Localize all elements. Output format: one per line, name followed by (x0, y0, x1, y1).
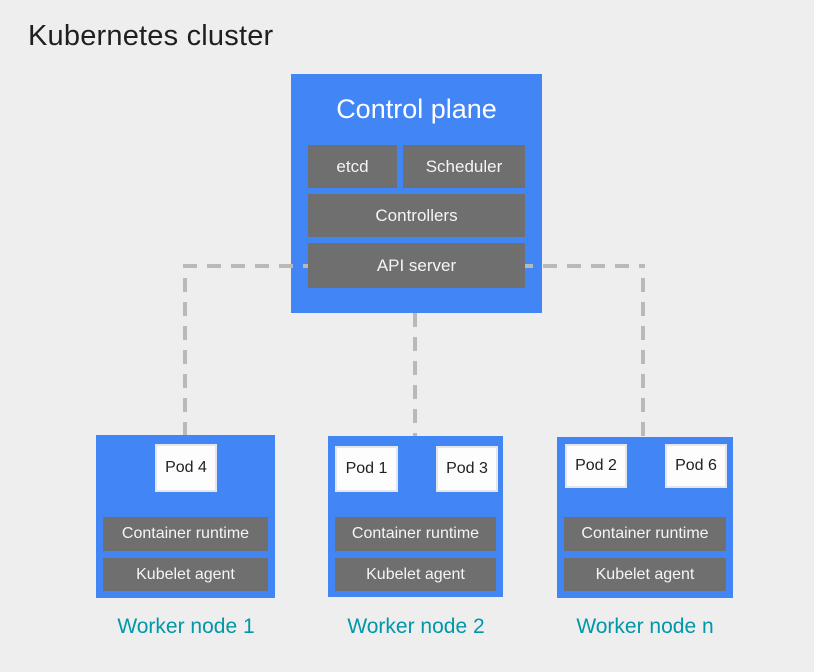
control-plane-title: Control plane (336, 94, 497, 124)
worker-node-n: Pod 2 Pod 6 Container runtime Kubelet ag… (557, 437, 733, 598)
container-runtime-box: Container runtime (103, 517, 268, 551)
container-runtime-box: Container runtime (564, 517, 726, 551)
connector-vertical-left (183, 268, 187, 435)
control-plane-box: Control plane etcd Scheduler Controllers… (291, 74, 542, 313)
connector-vertical-right (641, 268, 645, 437)
pod-box: Pod 3 (436, 446, 498, 492)
container-runtime-box: Container runtime (335, 517, 496, 551)
pod-box: Pod 6 (665, 444, 727, 488)
etcd-box: etcd (308, 145, 397, 188)
worker-node-label: Worker node 1 (117, 615, 255, 638)
api-server-box: API server (308, 243, 525, 288)
worker-node-2: Pod 1 Pod 3 Container runtime Kubelet ag… (328, 436, 503, 597)
scheduler-box: Scheduler (403, 145, 525, 188)
kubelet-agent-box: Kubelet agent (103, 558, 268, 591)
diagram-title: Kubernetes cluster (28, 20, 274, 52)
worker-node-1: Pod 4 Container runtime Kubelet agent (96, 435, 275, 598)
connector-vertical-center (413, 313, 417, 436)
worker-node-label: Worker node 2 (347, 615, 485, 638)
worker-node-label: Worker node n (576, 615, 714, 638)
pod-box: Pod 4 (155, 444, 217, 492)
kubelet-agent-box: Kubelet agent (335, 558, 496, 591)
controllers-box: Controllers (308, 194, 525, 237)
kubelet-agent-box: Kubelet agent (564, 558, 726, 591)
pod-box: Pod 2 (565, 444, 627, 488)
pod-box: Pod 1 (335, 446, 398, 492)
